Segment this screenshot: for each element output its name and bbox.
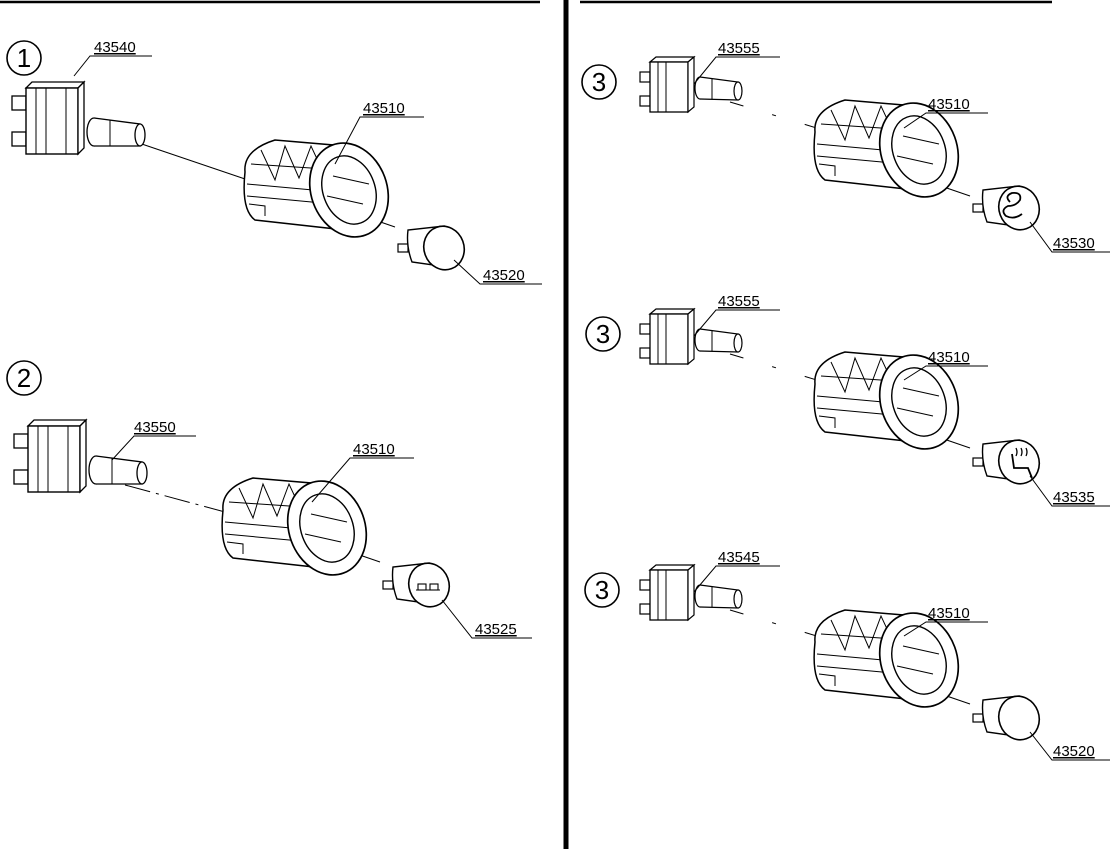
badge-1: 1 [6, 40, 42, 76]
part-label-switch: 43540 [94, 39, 136, 56]
leader-line [441, 599, 532, 639]
badge-1-number: 1 [17, 43, 31, 73]
part-label-switch: 43545 [718, 549, 760, 566]
leader-line [1029, 475, 1110, 507]
part-label-bezel: 43510 [928, 605, 970, 622]
leader-line [1029, 221, 1110, 253]
axis-line [729, 101, 831, 133]
badge-3c-number: 3 [595, 575, 609, 605]
leader-line [693, 565, 780, 593]
badge-3b-number: 3 [596, 319, 610, 349]
cap-43520 [397, 219, 472, 277]
leader-line [1029, 731, 1110, 761]
badge-3c: 3 [584, 572, 620, 608]
part-label-bezel: 43510 [353, 441, 395, 458]
part-label-bezel: 43510 [928, 96, 970, 113]
badge-2-number: 2 [17, 363, 31, 393]
badge-2: 2 [6, 360, 42, 396]
assembly-2: 2 43550 43510 43525 [6, 360, 532, 639]
badge-3a-number: 3 [592, 67, 606, 97]
leader-line [453, 259, 542, 285]
seat-heater-icon [1011, 447, 1033, 479]
part-label-switch: 43555 [718, 40, 760, 57]
rocker-switch-43555 [639, 308, 743, 365]
badge-3a: 3 [581, 64, 617, 100]
leader-line [73, 55, 152, 77]
part-label-cap: 43520 [483, 267, 525, 284]
squares-icon [416, 583, 440, 591]
rocker-switch-43555 [639, 56, 743, 113]
axis-line [124, 484, 226, 513]
axis-line [729, 353, 831, 385]
bezel-43510 [243, 131, 402, 249]
rocker-switch-43540 [11, 81, 146, 155]
part-label-bezel: 43510 [363, 100, 405, 117]
leader-line [311, 457, 414, 503]
rocker-switch-43545 [639, 564, 743, 621]
badge-3b: 3 [585, 316, 621, 352]
leader-line [903, 365, 988, 381]
assembly-1: 1 43540 43510 43520 [6, 39, 542, 285]
cap-43525 [382, 556, 457, 614]
assembly-3: 3 43555 43510 43530 [581, 40, 1110, 253]
axis-line [729, 609, 831, 641]
leader-line [334, 116, 424, 165]
leader-line [693, 56, 780, 85]
part-label-switch: 43550 [134, 419, 176, 436]
part-label-bezel: 43510 [928, 349, 970, 366]
assembly-4: 3 43555 43510 43535 [585, 293, 1110, 507]
part-label-switch: 43555 [718, 293, 760, 310]
leader-line [693, 309, 780, 337]
swirl-icon [1002, 191, 1023, 219]
part-label-cap: 43535 [1053, 489, 1095, 506]
axis-line [129, 139, 249, 181]
rocker-switch-43550 [13, 419, 148, 493]
part-label-cap: 43525 [475, 621, 517, 638]
part-label-cap: 43520 [1053, 743, 1095, 760]
leader-line [111, 435, 196, 461]
leader-line [903, 621, 988, 637]
leader-line [903, 112, 988, 129]
bezel-43510 [221, 469, 380, 587]
assembly-5: 3 43545 43510 43520 [584, 549, 1110, 761]
part-label-cap: 43530 [1053, 235, 1095, 252]
